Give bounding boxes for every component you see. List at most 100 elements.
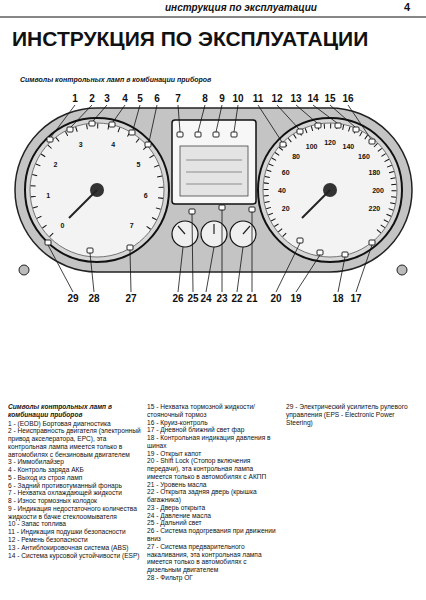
callout-number: 2 bbox=[89, 94, 95, 104]
callout-number: 13 bbox=[290, 94, 301, 104]
callout-number: 16 bbox=[342, 94, 353, 104]
header-rule bbox=[0, 16, 426, 17]
callout-number: 12 bbox=[271, 94, 282, 104]
legend-entry: 10 - Запас топлива bbox=[8, 520, 141, 528]
dial-number: 1 bbox=[46, 192, 50, 199]
tach-needle bbox=[69, 190, 97, 218]
dial-number: 20 bbox=[282, 205, 290, 212]
legend-entry: 3 - Иммобилайзер bbox=[8, 458, 141, 466]
callout-number: 26 bbox=[172, 294, 183, 304]
callout-number: 17 bbox=[350, 294, 361, 304]
dial-number: 60 bbox=[282, 168, 290, 175]
running-header: инструкция по эксплуатации bbox=[165, 3, 317, 13]
dial-number: 220 bbox=[369, 205, 381, 212]
tach-ticks bbox=[33, 126, 161, 235]
legend-entry: 2 - Неисправность двигателя (электронный… bbox=[8, 427, 141, 458]
legend-entry: 22 - Открыта задняя дверь (крышка багажн… bbox=[147, 488, 280, 504]
legend-column: 29 - Электрический усилитель рулевого уп… bbox=[286, 403, 419, 426]
tach-face bbox=[30, 123, 164, 257]
callout-number: 7 bbox=[175, 94, 181, 104]
tach-bezel bbox=[25, 118, 169, 262]
gauge-needle bbox=[178, 226, 185, 234]
legend-entry: 12 - Ремень безопасности bbox=[8, 536, 141, 544]
legend-entry: 13 - Антиблокировочная система (ABS) bbox=[8, 544, 141, 552]
legend-entry: 26 - Система подогревания при движении в… bbox=[147, 527, 280, 543]
dial-number: 0 bbox=[60, 221, 64, 228]
dial-number: 100 bbox=[306, 142, 318, 149]
callout-number: 1 bbox=[72, 94, 78, 104]
gauge-needle bbox=[243, 226, 250, 234]
display-line bbox=[186, 184, 242, 185]
callout-number: 19 bbox=[290, 294, 301, 304]
legend-entry: 7 - Нехватка охлаждающей жидкости bbox=[8, 489, 141, 497]
legend-column: 15 - Нехватка тормозной жидкости/стояноч… bbox=[147, 403, 280, 582]
callout-number: 20 bbox=[270, 294, 281, 304]
small-gauge bbox=[201, 221, 227, 247]
display-line bbox=[186, 172, 242, 173]
speedo-ticks bbox=[266, 126, 394, 235]
dial-number: 4 bbox=[111, 140, 115, 147]
knob bbox=[19, 265, 29, 275]
page-number: 4 bbox=[404, 2, 410, 13]
callout-number: 5 bbox=[137, 94, 143, 104]
page-title: ИНСТРУКЦИЯ ПО ЭКСПЛУАТАЦИИ bbox=[12, 28, 368, 49]
legend-entry: 24 - Давление масла bbox=[147, 512, 280, 520]
dial-number: 200 bbox=[372, 187, 384, 194]
legend-column: Символы контрольных ламп в комбинации пр… bbox=[8, 403, 141, 559]
callout-number: 25 bbox=[187, 294, 198, 304]
callout-number: 9 bbox=[219, 94, 225, 104]
callout-number: 6 bbox=[154, 94, 160, 104]
display bbox=[172, 120, 256, 204]
leader-lines bbox=[48, 105, 372, 292]
callout-number: 10 bbox=[232, 94, 243, 104]
callout-number: 18 bbox=[332, 294, 343, 304]
legend-entry: 9 - Индикация недостаточного количества … bbox=[8, 505, 141, 521]
callout-number: 27 bbox=[125, 294, 136, 304]
figure-caption: Символы контрольных ламп в комбинации пр… bbox=[20, 76, 211, 83]
dial-number: 3 bbox=[79, 140, 83, 147]
legend-entry: 18 - Контрольная индикация давления в ши… bbox=[147, 434, 280, 450]
speedo-needle bbox=[302, 190, 330, 218]
legend-entry: 8 - Износ тормозных колодок bbox=[8, 497, 141, 505]
callout-number: 22 bbox=[231, 294, 242, 304]
callout-number: 24 bbox=[200, 294, 211, 304]
legend-entry: 25 - Дальний свет bbox=[147, 519, 280, 527]
callout-number: 14 bbox=[307, 94, 318, 104]
dial-number: 120 bbox=[324, 139, 336, 146]
legend-entry: 21 - Уровень масла bbox=[147, 481, 280, 489]
gauge-needle bbox=[213, 224, 214, 234]
warning-lamps bbox=[45, 121, 375, 257]
callout-number: 15 bbox=[324, 94, 335, 104]
legend-entry: 11 - Индикация подушки безопасности bbox=[8, 528, 141, 536]
callout-number: 8 bbox=[202, 94, 208, 104]
legend-entry: 19 - Открыт капот bbox=[147, 450, 280, 458]
legend-heading: Символы контрольных ламп в комбинации пр… bbox=[8, 403, 141, 419]
callout-number: 3 bbox=[104, 94, 110, 104]
cluster-housing bbox=[15, 108, 412, 272]
legend-entry: 28 - Фильтр ОГ bbox=[147, 574, 280, 582]
callout-number: 4 bbox=[122, 94, 128, 104]
dial-number: 5 bbox=[137, 160, 141, 167]
dial-number: 180 bbox=[369, 168, 381, 175]
callout-number: 29 bbox=[67, 294, 78, 304]
dial-number: 6 bbox=[144, 192, 148, 199]
dial-number: 7 bbox=[130, 221, 134, 228]
dial-number: 40 bbox=[278, 187, 286, 194]
dial-number: 80 bbox=[292, 153, 300, 160]
legend-entry: 20 - Shift Lock (Стопор включения переда… bbox=[147, 457, 280, 480]
legend-entry: 29 - Электрический усилитель рулевого уп… bbox=[286, 403, 419, 426]
callout-number: 21 bbox=[246, 294, 257, 304]
legend-entry: 23 - Дверь открыта bbox=[147, 504, 280, 512]
legend-entry: 17 - Дневной ближний свет фар bbox=[147, 426, 280, 434]
dial-number: 2 bbox=[54, 160, 58, 167]
dial-number: 160 bbox=[358, 153, 370, 160]
legend-entry: 4 - Контроль заряда АКБ bbox=[8, 466, 141, 474]
legend-entry: 6 - Задний противотуманный фонарь bbox=[8, 482, 141, 490]
speedo-bezel bbox=[258, 118, 402, 262]
legend-entry: 16 - Круиз-контроль bbox=[147, 419, 280, 427]
legend-entry: 15 - Нехватка тормозной жидкости/стояноч… bbox=[147, 403, 280, 419]
small-gauge bbox=[172, 221, 198, 247]
legend-entry: 14 - Система курсовой устойчивости (ESP) bbox=[8, 552, 141, 560]
dial-number: 140 bbox=[343, 142, 355, 149]
